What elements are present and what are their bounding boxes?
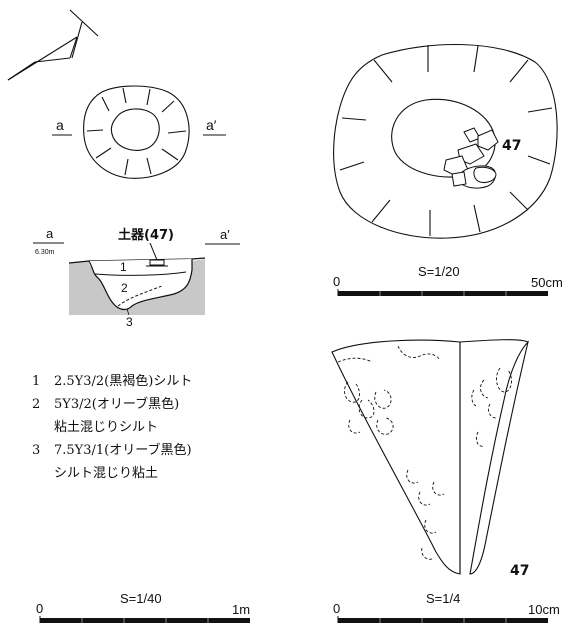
north-arrow-icon bbox=[7, 9, 99, 81]
soil-matrix bbox=[69, 259, 205, 315]
legend-item-2: 2 5Y3/2(オリーブ黒色) bbox=[32, 393, 302, 416]
section-label-a-prime: a′ bbox=[220, 227, 230, 242]
legend-item-text-continued: 粘土混じりシルト bbox=[54, 420, 159, 435]
artifact-47-drawing bbox=[331, 339, 529, 575]
layer-number-1: 1 bbox=[120, 260, 127, 274]
scale-1-20-end: 50cm bbox=[531, 275, 563, 290]
scale-1-4-zero: 0 bbox=[333, 601, 340, 616]
artifact-number: 47 bbox=[510, 563, 529, 579]
legend-item-1: 1 2.5Y3/2(黒褐色)シルト bbox=[32, 370, 302, 393]
scale-1-40-end: 1m bbox=[232, 602, 250, 617]
scale-1-4-end: 10cm bbox=[528, 602, 560, 617]
pottery-fragments bbox=[443, 127, 499, 189]
scale-1-40-zero: 0 bbox=[36, 601, 43, 616]
layer-2-boundary bbox=[117, 285, 163, 307]
layer-number-3: 3 bbox=[126, 315, 133, 329]
legend-item-number: 2 bbox=[32, 397, 41, 412]
legend-item-text-continued: シルト混じり粘土 bbox=[54, 466, 159, 481]
legend-item-text: 2.5Y3/2(黒褐色)シルト bbox=[54, 374, 193, 389]
pottery-marker bbox=[149, 259, 165, 266]
pit-plan-small bbox=[83, 85, 190, 179]
scale-bar-1-4 bbox=[337, 616, 548, 623]
plan-label-a: a bbox=[56, 117, 64, 133]
pit-section-outline bbox=[88, 259, 193, 311]
section-label-a: a bbox=[46, 226, 54, 241]
scale-1-4-ratio: S=1/4 bbox=[426, 591, 460, 606]
layer-3-leader bbox=[126, 308, 130, 316]
plan-artifact-number: 47 bbox=[502, 138, 521, 154]
pit-plan-large bbox=[333, 43, 558, 239]
soil-layer-legend: 1 2.5Y3/2(黒褐色)シルト 2 5Y3/2(オリーブ黒色) 粘土混じりシ… bbox=[32, 370, 302, 485]
scale-bar-1-20 bbox=[337, 289, 548, 296]
scale-1-20-zero: 0 bbox=[333, 274, 340, 289]
layer-1-boundary bbox=[94, 271, 187, 276]
pottery-leader-line bbox=[149, 242, 158, 261]
legend-item-3: 3 7.5Y3/1(オリーブ黒色) bbox=[32, 439, 302, 462]
legend-item-text: 7.5Y3/1(オリーブ黒色) bbox=[54, 443, 192, 458]
scale-bar-1-40 bbox=[39, 616, 250, 623]
legend-item-text: 5Y3/2(オリーブ黒色) bbox=[54, 397, 180, 412]
scale-1-40-ratio: S=1/40 bbox=[120, 591, 162, 606]
plan-label-a-prime: a′ bbox=[206, 117, 217, 133]
legend-item-number: 1 bbox=[32, 374, 41, 389]
legend-item-number: 3 bbox=[32, 443, 41, 458]
elevation-label: 6.30m bbox=[35, 249, 55, 256]
layer-number-2: 2 bbox=[121, 281, 128, 295]
scale-1-20-ratio: S=1/20 bbox=[418, 264, 460, 279]
pottery-label: 土器(47) bbox=[118, 227, 174, 243]
